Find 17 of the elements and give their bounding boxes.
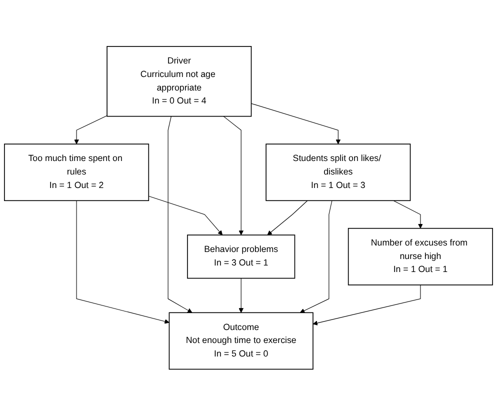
arrow — [223, 116, 244, 236]
arrow — [238, 278, 244, 314]
node-box: Outcome Not enough time to exercise In = 5 Out = 0 — [168, 312, 314, 370]
arrow — [148, 196, 223, 236]
arrow — [76, 200, 170, 324]
node-box: Driver Curriculum not age appropriate In = 0 Out = 4 — [106, 46, 252, 117]
arrow — [312, 284, 421, 326]
arrow — [267, 200, 308, 236]
node-box: Number of excuses from nurse high In = 1 Out = 1 — [348, 228, 493, 286]
arrow — [250, 103, 341, 144]
arrow — [74, 116, 108, 144]
arrow — [168, 116, 192, 314]
node-box: Too much time spent on rules In = 1 Out = 2 — [4, 144, 150, 202]
arrow — [300, 200, 332, 314]
arrow — [393, 200, 423, 229]
node-box: Students split on likes/ dislikes In = 1 Out = 3 — [266, 144, 411, 202]
node-box: Behavior problems In = 3 Out = 1 — [187, 234, 296, 279]
